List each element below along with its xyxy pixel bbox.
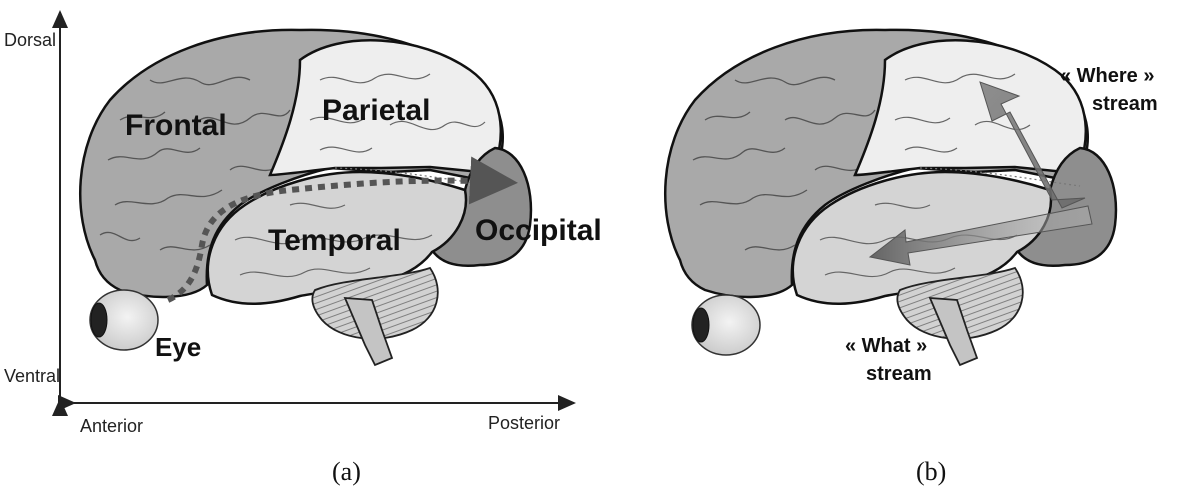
panel-b-brain: « Where » stream « What » stream (b): [665, 30, 1157, 486]
panel-a-caption: (a): [332, 457, 361, 486]
ventral-label: Ventral: [4, 366, 60, 386]
where-stream-label-line1: « Where »: [1060, 65, 1154, 87]
frontal-label: Frontal: [125, 109, 227, 142]
where-stream-label-line2: stream: [1092, 93, 1158, 115]
panel-b-caption: (b): [916, 457, 946, 486]
anterior-label: Anterior: [80, 416, 143, 436]
dorsal-label: Dorsal: [4, 30, 56, 50]
parietal-label: Parietal: [322, 94, 430, 127]
what-stream-label-line1: « What »: [845, 335, 927, 357]
temporal-label: Temporal: [268, 224, 401, 257]
posterior-label: Posterior: [488, 413, 560, 433]
eye-label: Eye: [155, 332, 201, 362]
occipital-label: Occipital: [475, 214, 602, 247]
pupil-icon-b: [693, 308, 709, 342]
parietal-lobe-b: [855, 40, 1086, 175]
what-stream-label-line2: stream: [866, 363, 932, 385]
pupil-icon: [91, 303, 107, 337]
